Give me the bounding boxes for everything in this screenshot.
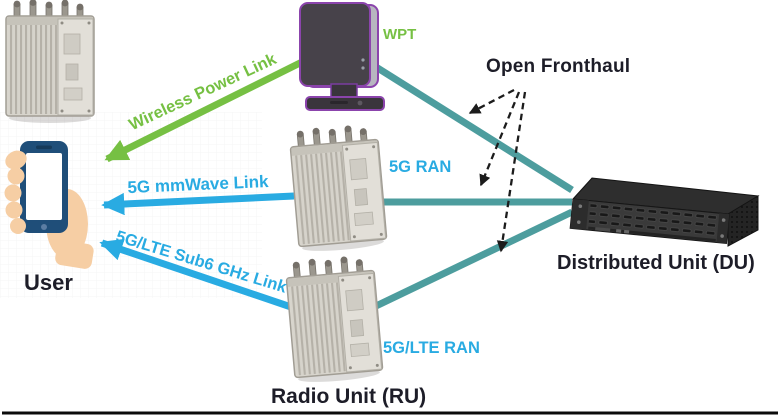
- ru-5g-device: [288, 121, 389, 255]
- open-fronthaul-arrow-1: [468, 88, 515, 115]
- open-fronthaul-label: Open Fronthaul: [486, 56, 631, 77]
- ru-5g-lte-device: [284, 252, 385, 386]
- fronthaul-links: [366, 59, 574, 311]
- open-fronthaul-arrow-3: [496, 91, 527, 253]
- open-fronthaul-arrow-2: [479, 91, 521, 187]
- user-label: User: [24, 270, 73, 295]
- fronthaul-link-wpt: [366, 59, 574, 193]
- mmwave-arrow: [101, 192, 295, 216]
- du-caption: Distributed Unit (DU): [557, 252, 755, 274]
- user-phone-illustration: [4, 141, 94, 269]
- ru-5g-label: 5G RAN: [389, 158, 452, 176]
- wpt-device: [299, 2, 385, 111]
- wireless-power-arrow: [104, 56, 308, 163]
- smartphone: [20, 141, 68, 233]
- ru-5g-lte-label: 5G/LTE RAN: [383, 339, 480, 357]
- wpt-label: WPT: [383, 26, 417, 43]
- du-device: [569, 177, 760, 247]
- ru-caption: Radio Unit (RU): [271, 385, 427, 408]
- fronthaul-link-5g-lte-ran: [372, 208, 574, 311]
- bottom-border-line: [2, 411, 778, 415]
- sub6-arrow: [99, 238, 296, 312]
- open-fronthaul-arrows: [468, 88, 527, 253]
